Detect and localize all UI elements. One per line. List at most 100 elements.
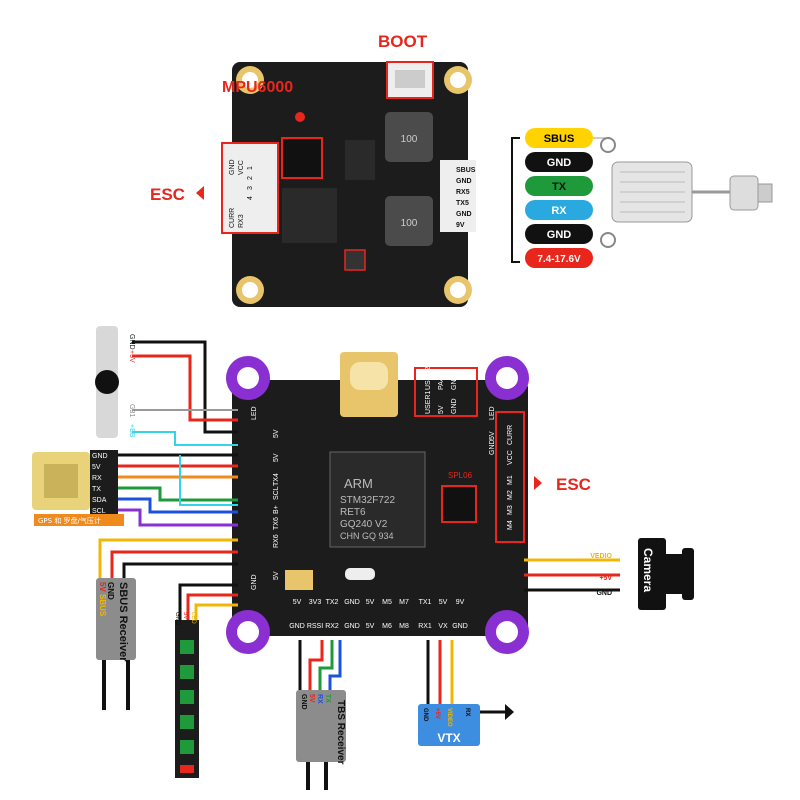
legend-pill-rx: RX (525, 200, 593, 220)
led-pin-label: LED (190, 612, 196, 624)
receiver-pad-label: TX5 (456, 200, 469, 207)
gps-pin-label: SDA (92, 497, 107, 504)
svg-text:VCC: VCC (507, 450, 514, 465)
buzzer: GND +5V G31 +BB (95, 326, 135, 438)
svg-text:5V: 5V (438, 405, 445, 414)
mcu-chip-text: ARM STM32F722 RET6 GQ240 V2 CHN GQ 934 (340, 476, 395, 541)
vtx-pin-label: RX (464, 708, 470, 716)
svg-text:SCL: SCL (273, 486, 280, 500)
svg-text:CURR: CURR (507, 425, 514, 445)
esc-arrow-left-icon (196, 186, 204, 200)
esc-pin-label: 4 (247, 196, 254, 200)
sbus-receiver: GND 5V SBUS SBUS Receiver (96, 578, 136, 710)
svg-text:100: 100 (401, 134, 418, 145)
receiver-pad-label: GND (456, 211, 472, 218)
svg-text:TX1: TX1 (419, 599, 432, 606)
camera-wire-label: GND (596, 590, 612, 597)
vtx-name: VTX (437, 731, 460, 745)
vtx-pin-label: GND (422, 708, 428, 722)
receiver-pad-label: 9V (456, 222, 465, 229)
svg-text:GND: GND (489, 439, 496, 455)
boot-label: BOOT (378, 32, 428, 51)
esc-pin-label: 1 (247, 166, 254, 170)
svg-text:USER1: USER1 (425, 391, 432, 414)
svg-text:5V: 5V (366, 623, 375, 630)
tbs-pin-label: GND (300, 694, 307, 710)
bottom-esc-label: ESC (556, 475, 591, 494)
gps-pin-label: SCL (92, 508, 106, 515)
tbs-pin-label: 5V (308, 694, 315, 703)
esc-pin-label: CURR (229, 208, 236, 228)
buzzer-label: +5V (128, 350, 135, 363)
usb-pads-highlight (414, 367, 478, 417)
led-strip: GND 5V LED (174, 612, 199, 778)
camera-wire-label: VEDIO (590, 553, 612, 560)
gyro-note: SPL06 (448, 471, 473, 480)
svg-text:RSSI: RSSI (307, 623, 323, 630)
svg-text:7.4-17.6V: 7.4-17.6V (537, 254, 581, 265)
svg-text:GND: GND (451, 398, 458, 414)
led-pin-label: GND (174, 612, 180, 626)
svg-text:M7: M7 (399, 599, 409, 606)
wires (98, 340, 620, 714)
led-pin-label: 5V (182, 612, 188, 619)
svg-text:100: 100 (401, 218, 418, 229)
svg-text:RX6: RX6 (273, 534, 280, 548)
bottom-flight-controller-board (226, 352, 529, 654)
receiver-pad-label: SBUS (456, 167, 476, 174)
left-pad-labels: LED 5V 5V TX4 SCL B+ TX6 RX6 5V GND (251, 406, 280, 590)
sbus-pin-label: GND (106, 582, 115, 600)
svg-text:M4: M4 (507, 520, 514, 530)
svg-text:5V: 5V (273, 453, 280, 462)
right-pad-labels: LED 5V GND CURR VCC M1 M2 M3 M4 (489, 406, 514, 530)
mpu6000-chip (281, 137, 323, 179)
top-flight-controller-board: 100 100 (221, 61, 476, 307)
svg-text:LED: LED (489, 406, 496, 420)
mcu-chip (329, 451, 426, 548)
vtx-pin-label: VIDEO (446, 708, 452, 727)
svg-text:ARM: ARM (344, 476, 373, 491)
svg-text:LED: LED (251, 406, 258, 420)
gps-caption: GPS 和 罗盘/气压计 (38, 516, 101, 525)
tbs-pin-label: RX (316, 694, 323, 704)
svg-text:5V: 5V (273, 429, 280, 438)
tbs-pin-label: TX (324, 694, 331, 703)
svg-text:M2: M2 (507, 490, 514, 500)
receiver-pad-label: GND (456, 178, 472, 185)
svg-text:PA4: PA4 (438, 377, 445, 390)
svg-text:GND: GND (451, 374, 458, 390)
buzzer-label: GND (128, 334, 135, 350)
svg-text:M6: M6 (382, 623, 392, 630)
svg-text:M5: M5 (382, 599, 392, 606)
receiver-pad-label: RX5 (456, 189, 470, 196)
svg-text:M3: M3 (507, 505, 514, 515)
svg-text:5V: 5V (489, 431, 496, 440)
legend-pill-gnd-2: GND (525, 224, 593, 244)
sbus-receiver-name: SBUS Receiver (117, 582, 129, 662)
camera-wire-label: +5V (599, 575, 612, 582)
svg-text:B+: B+ (273, 505, 280, 514)
legend-pill-voltage: 7.4-17.6V (525, 248, 593, 268)
esc-pin-label: VCC (238, 160, 245, 175)
mpu-label: MPU6000 (222, 79, 293, 96)
sbus-pin-label: SBUS (98, 594, 107, 617)
svg-text:CHN GQ 934: CHN GQ 934 (340, 531, 394, 541)
receiver-pad-labels: SBUS GND RX5 TX5 GND 9V (456, 167, 476, 229)
svg-text:GND: GND (547, 157, 572, 169)
esc-arrow-right-icon (534, 476, 542, 490)
tbs-receiver: GND 5V RX TX TBS Receiver (296, 690, 346, 790)
legend-pill-gnd: GND (525, 152, 593, 172)
buzzer-label: G31 (128, 404, 135, 417)
esc-connector (221, 142, 279, 234)
gps-pin-label: TX (92, 486, 101, 493)
camera: VEDIO +5V GND Camera (590, 538, 694, 610)
gps-module: GND 5V RX TX SDA SCL GPS 和 罗盘/气压计 (32, 450, 124, 526)
vtx-module: GND +5V VIDEO RX VTX (418, 704, 514, 746)
esc-pin-label: 2 (247, 176, 254, 180)
svg-text:5V: 5V (366, 599, 375, 606)
svg-text:STM32F722: STM32F722 (340, 495, 395, 506)
esc-pin-label: GND (229, 159, 236, 175)
bottom-pad-labels-bottom: GND RSSI RX2 GND 5V M6 M8 RX1 VX GND (289, 623, 468, 630)
svg-text:3V3: 3V3 (309, 599, 322, 606)
